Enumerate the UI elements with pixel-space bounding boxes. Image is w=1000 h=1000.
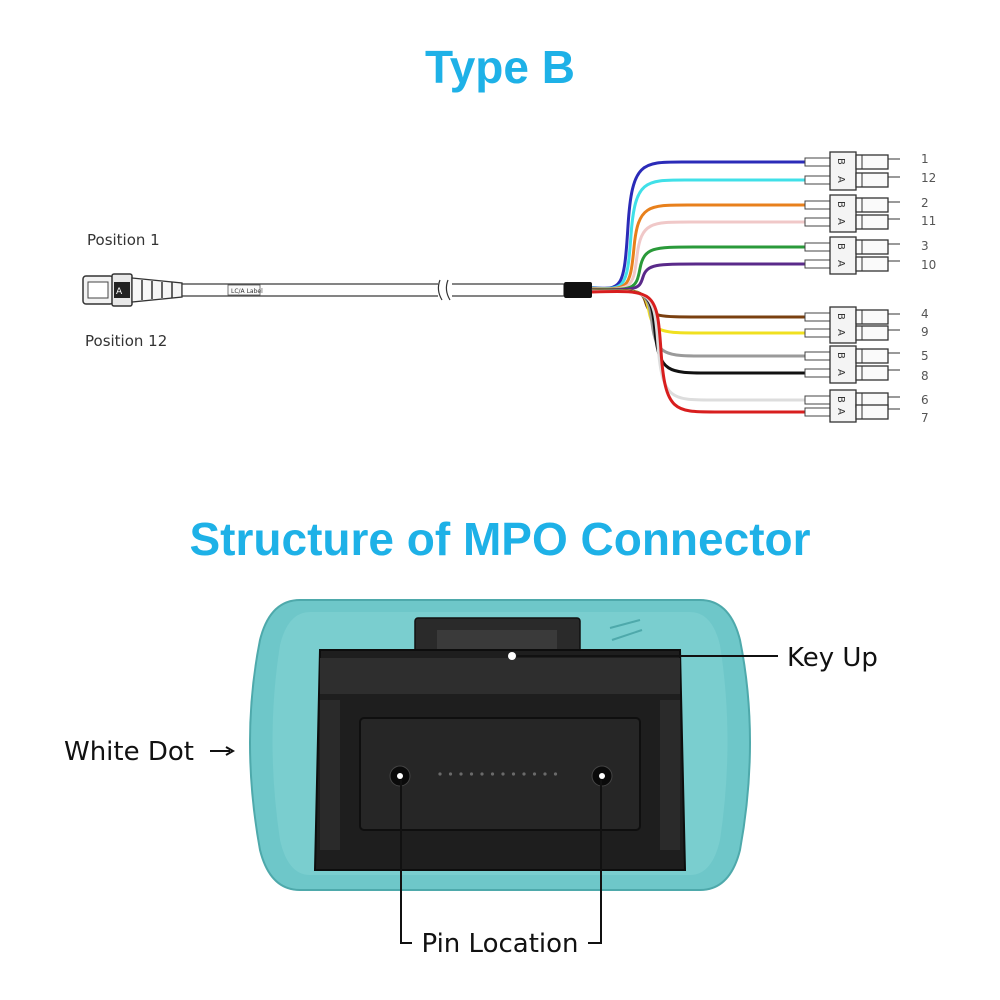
fiber-5	[591, 289, 805, 358]
fiber-number-label: 2	[921, 196, 929, 210]
fiber-6	[591, 289, 805, 402]
white-dot-label: White Dot	[64, 737, 194, 767]
trunk-cable: LC/A Label	[181, 279, 592, 301]
pin-location-left-leader	[400, 780, 412, 944]
lc-polarity-letter: A	[835, 176, 846, 183]
lc-duplex-connector: BA	[804, 194, 900, 233]
fiber-number-label: 5	[921, 349, 929, 363]
fiber-number-label: 8	[921, 369, 929, 383]
diagram-title-mpo-structure: Structure of MPO Connector	[189, 513, 811, 565]
fiber-hole	[543, 772, 547, 776]
lc-polarity-letter: A	[835, 369, 846, 376]
fiber-number-label: 4	[921, 307, 929, 321]
fiber-number-label: 9	[921, 325, 929, 339]
lc-polarity-letter: B	[835, 201, 846, 208]
key-up-dot	[508, 652, 516, 660]
fiber-number-label: 7	[921, 411, 929, 425]
position-12-label: Position 12	[85, 332, 167, 350]
fiber-number-group: 1 12 2 11 3 10 4 9 5 8 6 7	[921, 152, 936, 425]
lc-polarity-letter: B	[835, 243, 846, 250]
lc-duplex-connector: BA	[804, 345, 900, 384]
fiber-hole	[438, 772, 442, 776]
lc-polarity-letter: A	[835, 218, 846, 225]
ferrule	[359, 717, 641, 831]
lc-polarity-letter: B	[835, 313, 846, 320]
fiber-number-label: 11	[921, 214, 936, 228]
svg-text:A: A	[116, 287, 123, 297]
lc-polarity-letter: A	[835, 260, 846, 267]
fiber-9	[591, 288, 805, 335]
fiber-number-label: 6	[921, 393, 929, 407]
fiber-number-label: 3	[921, 239, 929, 253]
pin-location-right-leader	[588, 780, 602, 944]
cable-print-label: LC/A Label	[231, 288, 263, 295]
position-1-label: Position 1	[87, 231, 160, 249]
fiber-hole	[511, 772, 516, 776]
pin-location-label: Pin Location	[421, 929, 578, 959]
fiber-number-label: 12	[921, 171, 936, 185]
fiber-hole	[480, 772, 484, 776]
mpo-plug: A	[82, 273, 183, 307]
fiber-hole	[553, 772, 558, 776]
lc-polarity-letter: A	[835, 329, 846, 336]
fiber-hole	[448, 772, 453, 776]
fiber-hole	[532, 772, 537, 776]
fiber-7	[591, 289, 805, 414]
fiber-number-label: 1	[921, 152, 929, 166]
fiber-hole	[459, 772, 463, 776]
lc-duplex-connector: BA	[804, 236, 900, 275]
lc-duplex-connector: BA	[804, 389, 900, 423]
fiber-4	[591, 288, 805, 319]
key-up-label: Key Up	[787, 643, 878, 673]
fiber-group	[591, 160, 805, 414]
fiber-number-label: 10	[921, 258, 936, 272]
lc-polarity-letter: B	[835, 158, 846, 165]
diagram-title-type-b: Type B	[425, 41, 575, 93]
fiber-hole-array	[438, 772, 558, 776]
lc-polarity-letter: A	[835, 408, 846, 415]
lc-duplex-connector: BA	[804, 151, 900, 191]
lc-polarity-letter: B	[835, 352, 846, 359]
lc-polarity-letter: B	[835, 396, 846, 403]
fiber-hole	[522, 772, 526, 776]
fiber-hole	[469, 772, 474, 776]
fiber-hole	[490, 772, 495, 776]
mpo-connector-face	[249, 599, 751, 891]
fanout-boot	[564, 282, 592, 298]
lc-duplex-connector: BA	[804, 306, 900, 344]
fiber-hole	[501, 772, 505, 776]
